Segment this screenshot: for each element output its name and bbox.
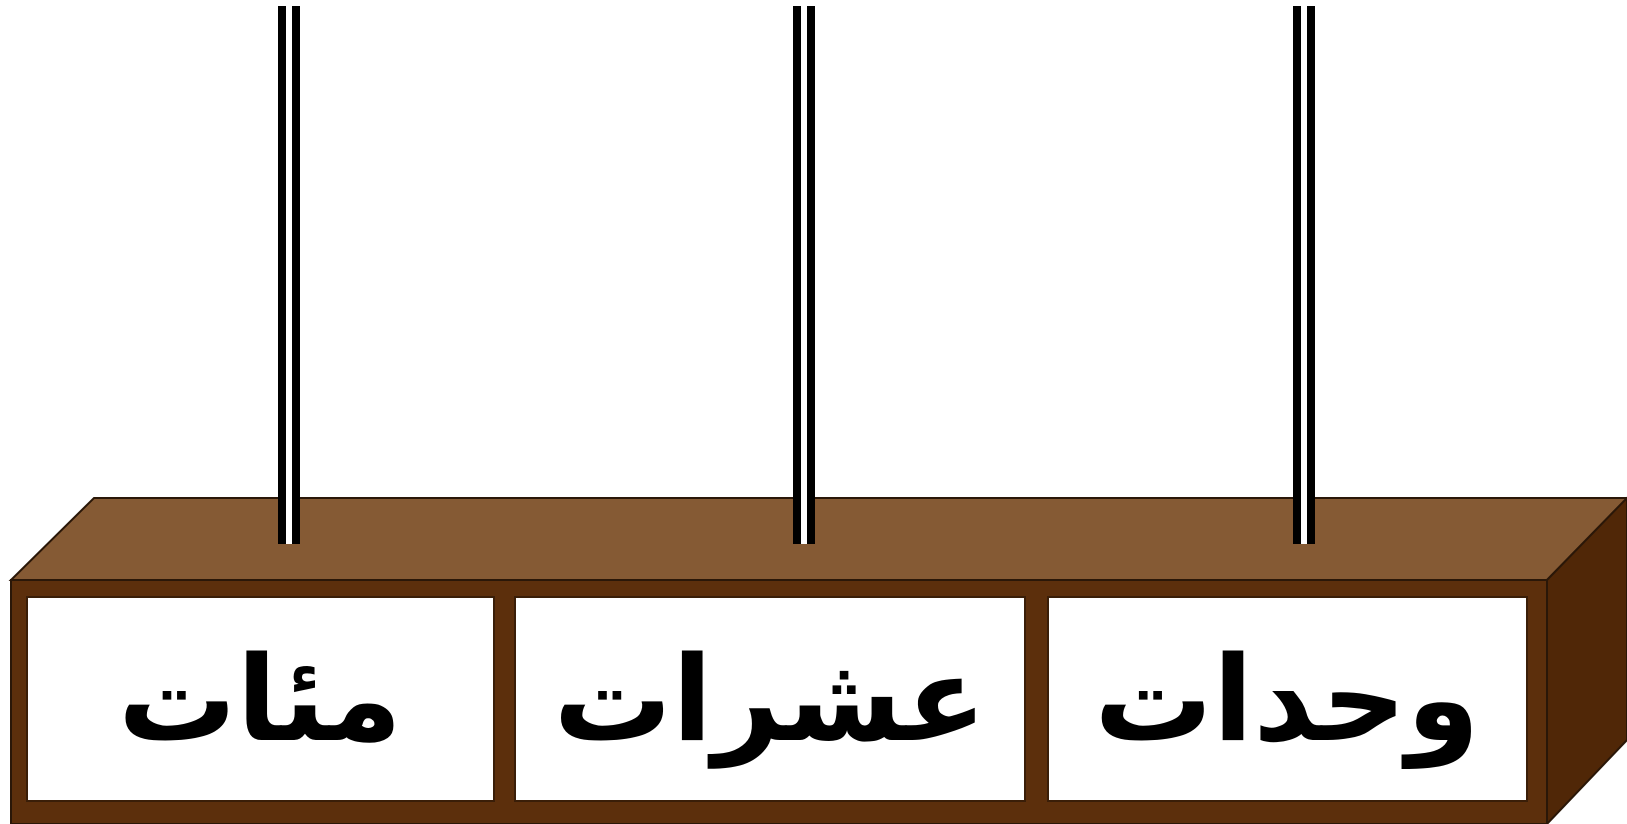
- label-hundreds: مئات: [118, 630, 402, 768]
- base-top-face: [11, 498, 1627, 580]
- label-tens: عشرات: [553, 630, 986, 769]
- rod-hundreds: [278, 6, 300, 544]
- label-ones: وحدات: [1094, 630, 1480, 769]
- rod-tens: [793, 6, 815, 544]
- rod-ones: [1293, 6, 1315, 544]
